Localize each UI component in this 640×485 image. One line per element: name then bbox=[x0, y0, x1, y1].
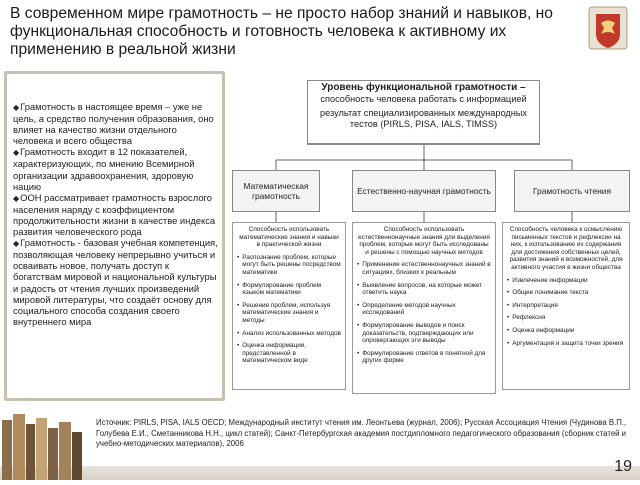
source-note: Источник: PIRLS, PISA, IALS OECD; Междун… bbox=[96, 418, 627, 449]
list-item: •Применение естественнонаучных знаний в … bbox=[357, 261, 491, 276]
list-item: ◆Грамотность в настоящее время – уже не … bbox=[13, 101, 214, 147]
list-item-text: Формулирование проблем языком математики bbox=[242, 281, 322, 297]
list-item: •Извлечение информации bbox=[507, 276, 588, 284]
column-head-reading: Грамотность чтения bbox=[514, 170, 630, 212]
list-item-text: Применение естественнонаучных знаний в с… bbox=[362, 261, 491, 276]
functional-literacy-level-box: Уровень функциональной грамотности – спо… bbox=[307, 80, 540, 145]
column-head-label: Математическая грамотность bbox=[243, 180, 309, 202]
column-intro: Способность использовать естественнонауч… bbox=[358, 226, 490, 256]
bottom-band bbox=[0, 466, 640, 480]
level-box-line: способность человека работать с информац… bbox=[320, 93, 527, 104]
left-panel: ◆Грамотность в настоящее время – уже не … bbox=[4, 71, 225, 401]
list-item: •Аргументация и защита точки зрения bbox=[507, 339, 624, 347]
list-item: •Формулирование ответов в понятной для д… bbox=[357, 350, 491, 365]
column-head-label: Естественно-научная грамотность bbox=[357, 185, 491, 196]
books-decoration-icon bbox=[0, 410, 88, 480]
column-body-math: Способность использовать математические … bbox=[232, 222, 346, 390]
list-item-text: Решение проблем, используя математически… bbox=[242, 301, 331, 324]
list-item: ◆Грамотность - базовая учебная компетенц… bbox=[13, 237, 218, 327]
list-item: •Оценка информации, представленной в мат… bbox=[237, 342, 341, 365]
list-item-text: Интерпретация bbox=[512, 301, 558, 309]
list-item: ◆Грамотность входит в 12 показателей, ха… bbox=[13, 146, 195, 192]
page-number: 19 bbox=[614, 458, 632, 475]
column-head-math: Математическая грамотность bbox=[232, 170, 320, 212]
list-item: •Формулирование проблем языком математик… bbox=[237, 282, 341, 297]
list-item-text: Общее понимание текста bbox=[512, 289, 589, 297]
list-item-text: Оценка информации, представленной в мате… bbox=[242, 342, 308, 365]
list-item-text: Грамотность в настоящее время – уже не ц… bbox=[13, 101, 214, 147]
list-item-text: ООН рассматривает грамотность взрослого … bbox=[13, 191, 216, 238]
list-item: •Рефлексия bbox=[507, 314, 546, 322]
list-item: •Общее понимание текста bbox=[507, 289, 589, 297]
list-item-text: Извлечение информации bbox=[512, 276, 588, 284]
list-item: •Распознание проблем, которые могут быть… bbox=[237, 253, 341, 276]
list-item-text: Определение методов научных исследований bbox=[362, 301, 456, 317]
eagle-emblem-icon bbox=[588, 6, 628, 50]
column-intro: Способность человека к осмыслению письме… bbox=[509, 226, 623, 271]
slide-title: В современном мире грамотность – не прос… bbox=[10, 5, 553, 58]
column-body-reading: Способность человека к осмыслению письме… bbox=[502, 222, 630, 390]
list-item: •Анализ использованных методов bbox=[237, 329, 341, 337]
column-body-science: Способность использовать естественнонауч… bbox=[352, 222, 496, 394]
list-item: •Определение методов научных исследовани… bbox=[357, 302, 491, 317]
list-item: •Формулирование выводов и поиск доказате… bbox=[357, 322, 491, 345]
column-intro: Способность использовать математические … bbox=[239, 226, 339, 249]
list-item-text: Аргументация и защита точки зрения bbox=[512, 339, 624, 347]
list-item: •Выявление вопросов, на которые может от… bbox=[357, 282, 491, 297]
list-item-text: Выявление вопросов, на которые может отв… bbox=[362, 281, 483, 297]
list-item-text: Анализ использованных методов bbox=[242, 329, 341, 337]
list-item: •Интерпретация bbox=[507, 301, 558, 309]
list-item-text: Грамотность - базовая учебная компетенци… bbox=[13, 237, 218, 327]
column-head-science: Естественно-научная грамотность bbox=[352, 170, 496, 212]
list-item: ◆ООН рассматривает грамотность взрослого… bbox=[13, 191, 216, 238]
level-box-line: результат специализированных международн… bbox=[320, 108, 527, 129]
list-item-text: Грамотность входит в 12 показателей, хар… bbox=[13, 146, 195, 192]
list-item: •Оценка информации bbox=[507, 326, 575, 334]
level-box-heading: Уровень функциональной грамотности – bbox=[321, 82, 526, 93]
list-item-text: Распознание проблем, которые могут быть … bbox=[242, 253, 341, 276]
column-head-label: Грамотность чтения bbox=[532, 185, 612, 196]
list-item: •Решение проблем, используя математическ… bbox=[237, 302, 341, 325]
list-item-text: Рефлексия bbox=[512, 314, 546, 322]
list-item-text: Формулирование выводов и поиск доказател… bbox=[362, 321, 474, 345]
list-item-text: Оценка информации bbox=[512, 326, 575, 334]
list-item-text: Формулирование ответов в понятной для др… bbox=[362, 349, 486, 365]
